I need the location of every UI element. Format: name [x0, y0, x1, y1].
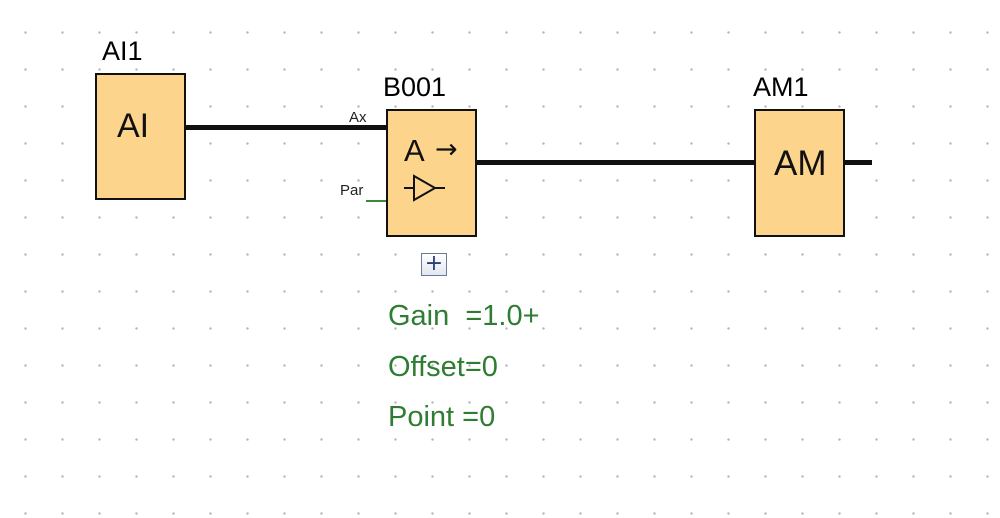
- ai1-block-name: AI1: [102, 36, 143, 66]
- am1-block-name: AM1: [753, 72, 809, 102]
- par-wire[interactable]: [366, 200, 388, 202]
- wire-ai1-to-b001[interactable]: [183, 125, 386, 130]
- expand-parameters-button[interactable]: +: [421, 253, 447, 276]
- wire-b001-to-am1[interactable]: [476, 160, 757, 165]
- pin-label-par: Par: [340, 182, 364, 199]
- param-point[interactable]: Point =0: [388, 401, 496, 433]
- am1-block[interactable]: AM: [754, 109, 845, 237]
- b001-block-name: B001: [383, 72, 447, 102]
- param-offset[interactable]: Offset=0: [388, 351, 498, 383]
- amplifier-icon: [404, 174, 445, 202]
- am1-symbol: AM: [774, 144, 827, 183]
- b001-symbol-a: A: [404, 133, 425, 168]
- b001-block[interactable]: A →: [386, 109, 477, 237]
- arrow-right-icon: →: [435, 134, 458, 165]
- ai1-block[interactable]: AI: [95, 73, 186, 200]
- ai1-symbol: AI: [117, 107, 150, 145]
- param-gain[interactable]: Gain =1.0+: [388, 300, 540, 332]
- wire-am1-output[interactable]: [843, 160, 872, 165]
- pin-label-ax: Ax: [349, 109, 367, 126]
